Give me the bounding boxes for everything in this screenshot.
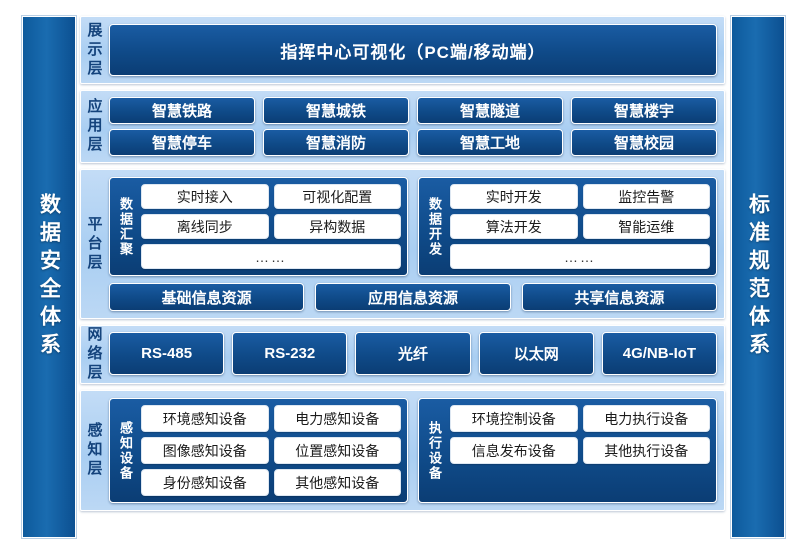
layer-application: 应用层 智慧铁路 智慧城铁 智慧隧道 智慧楼宇 智慧停车 智慧消防 智慧工地 智… [80,90,725,163]
app-chip-smart-railway[interactable]: 智慧铁路 [109,97,255,124]
sensor-chip-other[interactable]: 其他感知设备 [273,469,401,496]
actuator-chip-other[interactable]: 其他执行设备 [582,437,710,464]
platform-chip-aggregation-more[interactable]: …… [141,244,401,269]
layer-sensing: 感知层 感知设备 环境感知设备 电力感知设备 图像感知设备 位置感知设备 身份感… [80,390,725,511]
app-chip-smart-parking[interactable]: 智慧停车 [109,129,255,156]
layer-network: 网络层 RS-485 RS-232 光纤 以太网 4G/NB-IoT [80,325,725,384]
network-chip-rs232[interactable]: RS-232 [232,332,348,375]
platform-modules-row: 数据汇聚 实时接入 可视化配置 离线同步 异构数据 …… 数据开发 [109,177,717,276]
platform-chip-smart-ops[interactable]: 智能运维 [582,214,710,239]
sensor-chip-power[interactable]: 电力感知设备 [273,405,401,432]
app-chip-smart-metro[interactable]: 智慧城铁 [263,97,409,124]
sensor-chip-location[interactable]: 位置感知设备 [273,437,401,464]
resource-chip-app-info[interactable]: 应用信息资源 [315,283,511,311]
app-chip-smart-campus[interactable]: 智慧校园 [571,129,717,156]
layer-display-label: 展示层 [85,21,103,79]
platform-module-data-aggregation-grid: 实时接入 可视化配置 离线同步 异构数据 …… [141,184,401,269]
actuator-chip-environment-control[interactable]: 环境控制设备 [450,405,578,432]
layer-platform-body: 数据汇聚 实时接入 可视化配置 离线同步 异构数据 …… 数据开发 [107,170,724,318]
sensor-chip-image[interactable]: 图像感知设备 [141,437,269,464]
network-chip-fiber[interactable]: 光纤 [355,332,471,375]
layer-sensing-label: 感知层 [85,422,103,479]
sensing-module-sensors: 感知设备 环境感知设备 电力感知设备 图像感知设备 位置感知设备 身份感知设备 … [109,398,408,503]
sensing-module-actuators-grid: 环境控制设备 电力执行设备 信息发布设备 其他执行设备 [450,405,710,496]
data-security-pillar-label: 数据安全体系 [37,193,61,361]
platform-module-data-development-grid: 实时开发 监控告警 算法开发 智能运维 …… [450,184,710,269]
layer-display-body: 指挥中心可视化（PC端/移动端） [107,17,724,83]
platform-chip-monitor-alarm[interactable]: 监控告警 [582,184,710,209]
resource-chip-basic-info[interactable]: 基础信息资源 [109,283,305,311]
data-security-pillar: 数据安全体系 [22,16,76,538]
platform-chip-visual-config[interactable]: 可视化配置 [273,184,401,209]
sensing-module-sensors-grid: 环境感知设备 电力感知设备 图像感知设备 位置感知设备 身份感知设备 其他感知设… [141,405,401,496]
layer-sensing-body: 感知设备 环境感知设备 电力感知设备 图像感知设备 位置感知设备 身份感知设备 … [107,391,724,510]
app-chip-smart-tunnel[interactable]: 智慧隧道 [417,97,563,124]
layer-network-label: 网络层 [85,326,103,383]
actuator-chip-info-release[interactable]: 信息发布设备 [450,437,578,464]
platform-module-data-development-title: 数据开发 [427,196,442,257]
platform-chip-offline-sync[interactable]: 离线同步 [141,214,269,239]
app-chip-smart-building[interactable]: 智慧楼宇 [571,97,717,124]
resource-chip-shared-info[interactable]: 共享信息资源 [521,283,717,311]
layer-application-body: 智慧铁路 智慧城铁 智慧隧道 智慧楼宇 智慧停车 智慧消防 智慧工地 智慧校园 [107,91,724,162]
network-chip-ethernet[interactable]: 以太网 [478,332,594,375]
platform-chip-algorithm-dev[interactable]: 算法开发 [450,214,578,239]
standards-pillar: 标准规范体系 [731,16,785,538]
network-chip-row: RS-485 RS-232 光纤 以太网 4G/NB-IoT [109,332,718,377]
sensing-module-actuators-title: 执行设备 [427,420,442,481]
platform-resource-row: 基础信息资源 应用信息资源 共享信息资源 [109,283,717,311]
platform-module-data-development: 数据开发 实时开发 监控告警 算法开发 智能运维 …… [418,177,717,276]
layer-platform: 平台层 数据汇聚 实时接入 可视化配置 离线同步 异构数据 …… [80,169,725,319]
app-chip-smart-construction[interactable]: 智慧工地 [417,129,563,156]
display-command-center-chip[interactable]: 指挥中心可视化（PC端/移动端） [109,24,717,76]
application-chip-grid: 智慧铁路 智慧城铁 智慧隧道 智慧楼宇 智慧停车 智慧消防 智慧工地 智慧校园 [109,97,717,156]
platform-module-data-aggregation-title: 数据汇聚 [118,196,133,257]
sensor-chip-environment[interactable]: 环境感知设备 [141,405,269,432]
app-chip-smart-firefighting[interactable]: 智慧消防 [263,129,409,156]
network-chip-rs485[interactable]: RS-485 [109,332,225,375]
layer-stack: 展示层 指挥中心可视化（PC端/移动端） 应用层 智慧铁路 智慧城铁 智慧隧道 … [80,16,725,517]
standards-pillar-label: 标准规范体系 [746,193,770,361]
sensor-chip-identity[interactable]: 身份感知设备 [141,469,269,496]
platform-module-data-aggregation: 数据汇聚 实时接入 可视化配置 离线同步 异构数据 …… [109,177,408,276]
layer-display: 展示层 指挥中心可视化（PC端/移动端） [80,16,725,84]
actuator-chip-power[interactable]: 电力执行设备 [582,405,710,432]
layer-network-body: RS-485 RS-232 光纤 以太网 4G/NB-IoT [107,326,724,383]
layer-application-label: 应用层 [85,98,103,155]
network-chip-4g-nbiot[interactable]: 4G/NB-IoT [601,332,718,375]
platform-chip-realtime-dev[interactable]: 实时开发 [450,184,578,209]
sensing-module-actuators: 执行设备 环境控制设备 电力执行设备 信息发布设备 其他执行设备 [418,398,717,503]
platform-chip-heterogeneous[interactable]: 异构数据 [273,214,401,239]
layer-platform-label: 平台层 [85,215,103,273]
platform-chip-realtime-ingest[interactable]: 实时接入 [141,184,269,209]
platform-chip-development-more[interactable]: …… [450,244,710,269]
sensing-module-sensors-title: 感知设备 [118,420,133,481]
